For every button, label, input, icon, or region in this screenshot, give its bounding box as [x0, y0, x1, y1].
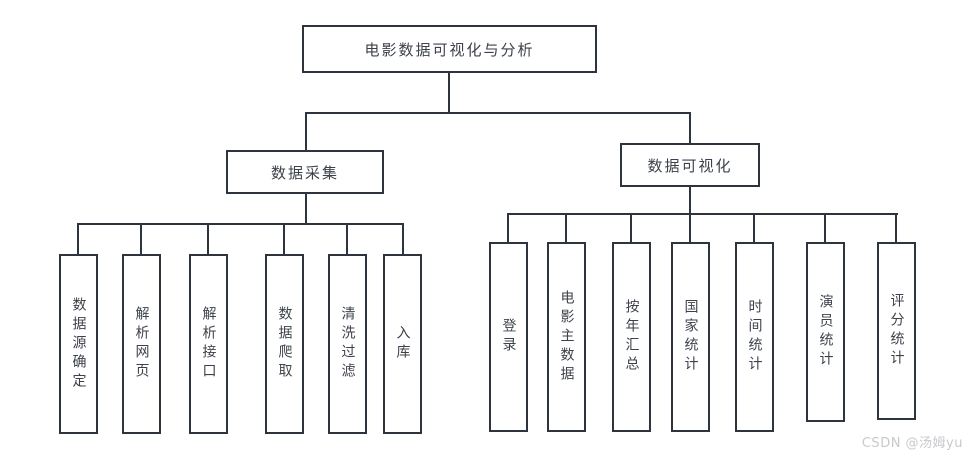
- connector-drop-leaf: [824, 213, 826, 243]
- leaf-clean-filter: 清洗过滤: [328, 254, 367, 434]
- leaf-rating-statistics: 评分统计: [877, 242, 916, 420]
- connector-drop-leaf: [895, 213, 897, 243]
- connector-drop-leaf: [630, 213, 632, 243]
- leaf-label: 数据源确定: [70, 296, 87, 392]
- leaf-label: 解析接口: [200, 306, 217, 382]
- node-root: 电影数据可视化与分析: [302, 25, 597, 73]
- leaf-movie-master-data: 电影主数据: [547, 242, 586, 432]
- connector-drop-leaf: [207, 223, 209, 254]
- connector-collection-bus: [77, 223, 404, 225]
- connector-top-bus: [305, 112, 691, 114]
- leaf-label: 时间统计: [746, 299, 763, 375]
- leaf-time-statistics: 时间统计: [735, 242, 774, 432]
- leaf-login: 登录: [489, 242, 528, 432]
- connector-drop-leaf: [140, 223, 142, 254]
- leaf-label: 登录: [500, 318, 517, 356]
- node-data-visualization-label: 数据可视化: [647, 156, 733, 175]
- leaf-country-statistics: 国家统计: [671, 242, 710, 432]
- connector-root-stem: [448, 73, 450, 114]
- connector-drop-leaf: [689, 213, 691, 243]
- leaf-data-crawling: 数据爬取: [265, 254, 304, 434]
- connector-collection-stem: [305, 193, 307, 224]
- leaf-actor-statistics: 演员统计: [806, 242, 845, 422]
- connector-visualization-bus: [507, 213, 898, 215]
- leaf-label: 解析网页: [133, 306, 150, 382]
- connector-drop-leaf: [77, 223, 79, 254]
- leaf-label: 电影主数据: [558, 289, 575, 385]
- connector-drop-leaf: [283, 223, 285, 254]
- connector-drop-leaf: [753, 213, 755, 243]
- watermark: CSDN @汤姆yu: [861, 436, 963, 451]
- leaf-label: 按年汇总: [623, 299, 640, 375]
- connector-drop-leaf: [565, 213, 567, 243]
- leaf-label: 演员统计: [817, 294, 834, 370]
- leaf-label: 入库: [394, 325, 411, 363]
- connector-visualization-stem: [689, 187, 691, 214]
- leaf-parse-webpage: 解析网页: [122, 254, 161, 434]
- connector-drop-collection: [305, 112, 307, 151]
- connector-drop-leaf: [402, 223, 404, 254]
- leaf-data-source-determination: 数据源确定: [59, 254, 98, 434]
- leaf-label: 清洗过滤: [339, 306, 356, 382]
- node-data-collection-label: 数据采集: [270, 163, 339, 182]
- connector-drop-visualization: [689, 112, 691, 144]
- leaf-label: 数据爬取: [276, 306, 293, 382]
- connector-drop-leaf: [346, 223, 348, 254]
- node-data-collection: 数据采集: [226, 150, 384, 194]
- leaf-parse-interface: 解析接口: [189, 254, 228, 434]
- node-data-visualization: 数据可视化: [620, 143, 760, 187]
- leaf-label: 评分统计: [888, 293, 905, 369]
- leaf-yearly-summary: 按年汇总: [612, 242, 651, 432]
- node-root-label: 电影数据可视化与分析: [364, 40, 535, 59]
- connector-drop-leaf: [507, 213, 509, 243]
- leaf-warehouse-entry: 入库: [383, 254, 422, 434]
- leaf-label: 国家统计: [682, 299, 699, 375]
